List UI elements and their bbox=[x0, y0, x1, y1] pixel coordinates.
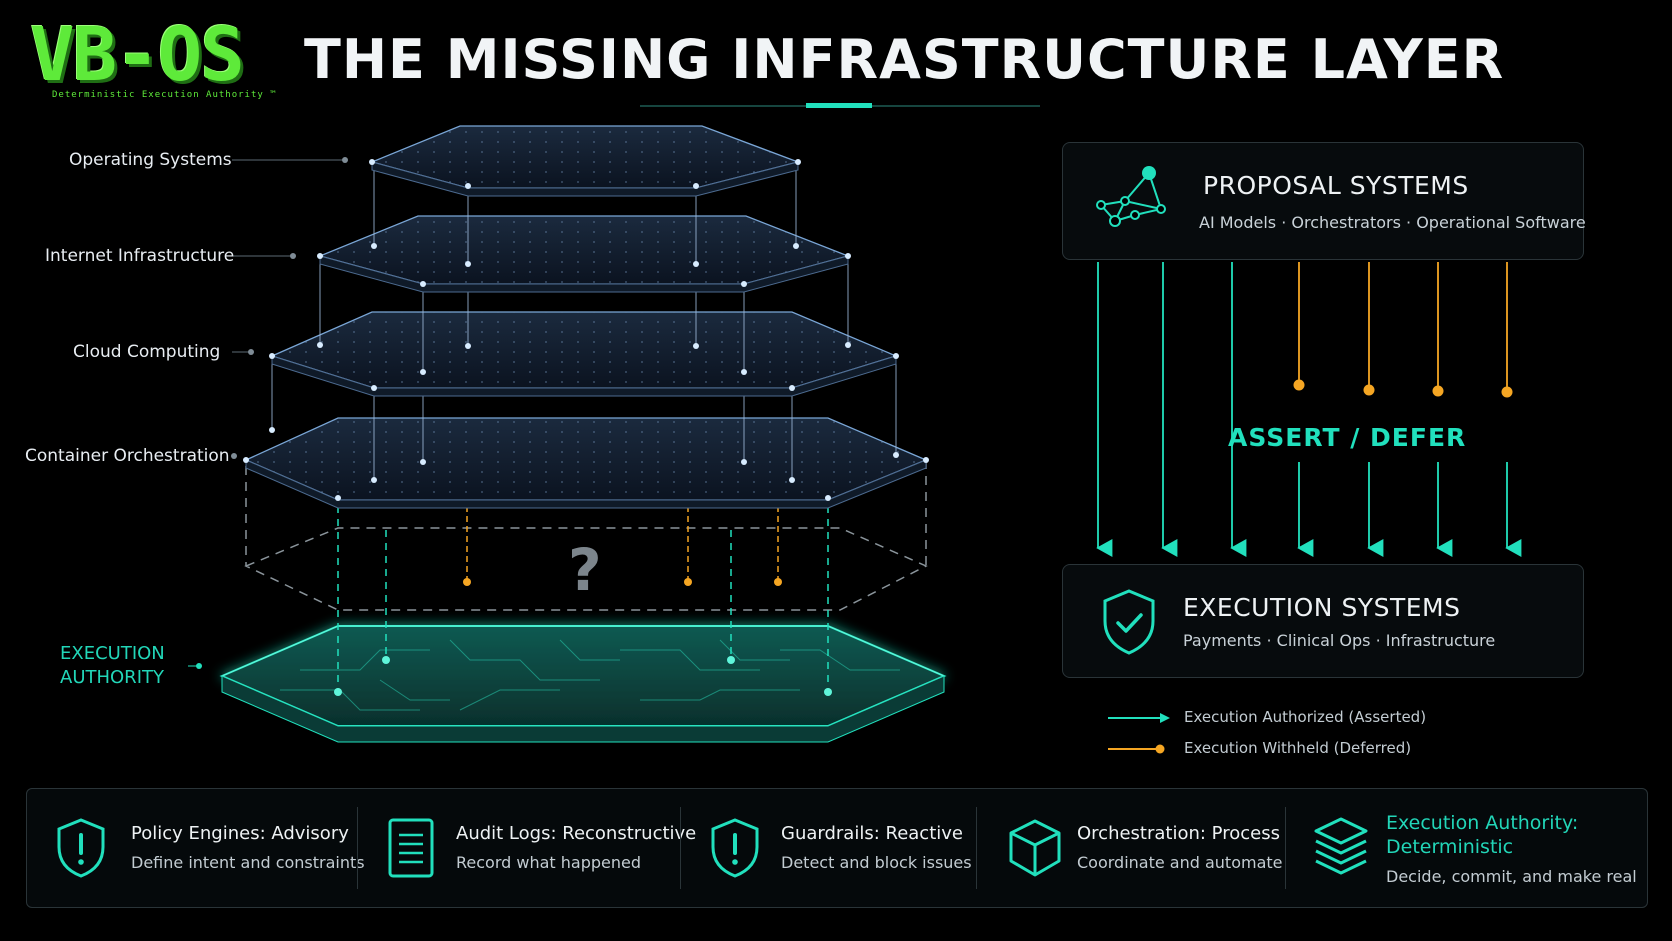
feature-divider bbox=[1285, 807, 1286, 889]
feature-policy-engines: Policy Engines: Advisory Define intent a… bbox=[27, 789, 365, 907]
logo-text: VB-OS bbox=[30, 12, 245, 98]
execution-authority-plate bbox=[219, 625, 947, 743]
feature-subtitle: Decide, commit, and make real bbox=[1386, 867, 1637, 886]
feature-audit-logs: Audit Logs: Reconstructive Record what h… bbox=[358, 789, 708, 907]
feature-title: Policy Engines: Advisory bbox=[131, 823, 349, 844]
feature-guardrails: Guardrails: Reactive Detect and block is… bbox=[681, 789, 1001, 907]
network-icon bbox=[1096, 166, 1166, 227]
feature-divider bbox=[976, 807, 977, 889]
feature-title: Orchestration: Process bbox=[1077, 823, 1280, 844]
asserted-arrows bbox=[1096, 262, 1522, 557]
shield-check-icon bbox=[1103, 589, 1155, 655]
execution-authority-label: EXECUTION AUTHORITY bbox=[60, 643, 165, 688]
execution-systems-subtitle: Payments · Clinical Ops · Infrastructure bbox=[1183, 631, 1496, 650]
connectors-1-2 bbox=[373, 164, 797, 264]
leader-line-5 bbox=[196, 663, 202, 669]
layer-plate-internet-infrastructure bbox=[317, 215, 851, 293]
deferred-connectors bbox=[466, 506, 779, 580]
logo: VB-OS Deterministic Execution Authority … bbox=[30, 18, 277, 100]
shield-alert-icon bbox=[711, 818, 759, 878]
authority-connectors bbox=[337, 506, 829, 692]
document-icon bbox=[388, 818, 434, 878]
feature-bar: Policy Engines: Advisory Define intent a… bbox=[26, 788, 1648, 908]
execution-systems-card: EXECUTION SYSTEMS Payments · Clinical Op… bbox=[1062, 564, 1584, 678]
feature-orchestration: Orchestration: Process Coordinate and au… bbox=[977, 789, 1307, 907]
layer-plate-container-orchestration bbox=[244, 417, 928, 509]
shield-alert-icon bbox=[57, 818, 105, 878]
logo-tagline: Deterministic Execution Authority ™ bbox=[52, 90, 277, 100]
authority-nodes bbox=[334, 656, 832, 696]
feature-subtitle: Detect and block issues bbox=[781, 853, 972, 872]
feature-title-accent: Execution Authority: Deterministic bbox=[1386, 812, 1579, 858]
layer-label-internet-infrastructure: Internet Infrastructure bbox=[45, 246, 235, 266]
feature-subtitle: Coordinate and automate bbox=[1077, 853, 1283, 872]
title-underline-accent bbox=[806, 103, 872, 108]
assert-defer-label: ASSERT / DEFER bbox=[1228, 423, 1467, 452]
layer-nodes bbox=[243, 159, 929, 501]
feature-subtitle: Define intent and constraints bbox=[131, 853, 365, 872]
feature-title: Audit Logs: Reconstructive bbox=[456, 823, 697, 844]
layers-icon bbox=[1314, 817, 1368, 875]
feature-subtitle: Record what happened bbox=[456, 853, 641, 872]
layer-label-container-orchestration: Container Orchestration bbox=[25, 446, 230, 466]
layer-plate-operating-systems bbox=[369, 125, 801, 197]
execution-systems-title: EXECUTION SYSTEMS bbox=[1183, 593, 1461, 622]
legend-asserted-label: Execution Authorized (Asserted) bbox=[1184, 708, 1427, 726]
feature-divider bbox=[680, 807, 681, 889]
leader-line-4 bbox=[231, 453, 237, 459]
feature-execution-authority: Execution Authority: Deterministic Decid… bbox=[1286, 789, 1646, 907]
proposal-systems-title: PROPOSAL SYSTEMS bbox=[1203, 171, 1469, 200]
layer-label-operating-systems: Operating Systems bbox=[69, 150, 232, 170]
page-title: THE MISSING INFRASTRUCTURE LAYER bbox=[304, 28, 1505, 91]
missing-layer-question-mark: ? bbox=[568, 536, 602, 604]
deferred-lines bbox=[1298, 262, 1508, 388]
layer-plate-cloud-computing bbox=[270, 311, 898, 397]
feature-divider bbox=[357, 807, 358, 889]
deferred-endpoints bbox=[1293, 379, 1513, 398]
missing-layer-outline bbox=[244, 460, 928, 611]
layer-label-cloud-computing: Cloud Computing bbox=[73, 342, 221, 362]
feature-title: Guardrails: Reactive bbox=[781, 823, 963, 844]
proposal-systems-subtitle: AI Models · Orchestrators · Operational … bbox=[1199, 213, 1586, 232]
proposal-systems-card: PROPOSAL SYSTEMS AI Models · Orchestrato… bbox=[1062, 142, 1586, 260]
legend-deferred-label: Execution Withheld (Deferred) bbox=[1184, 739, 1412, 757]
cube-icon bbox=[1009, 819, 1061, 877]
deferred-nodes bbox=[463, 578, 782, 586]
